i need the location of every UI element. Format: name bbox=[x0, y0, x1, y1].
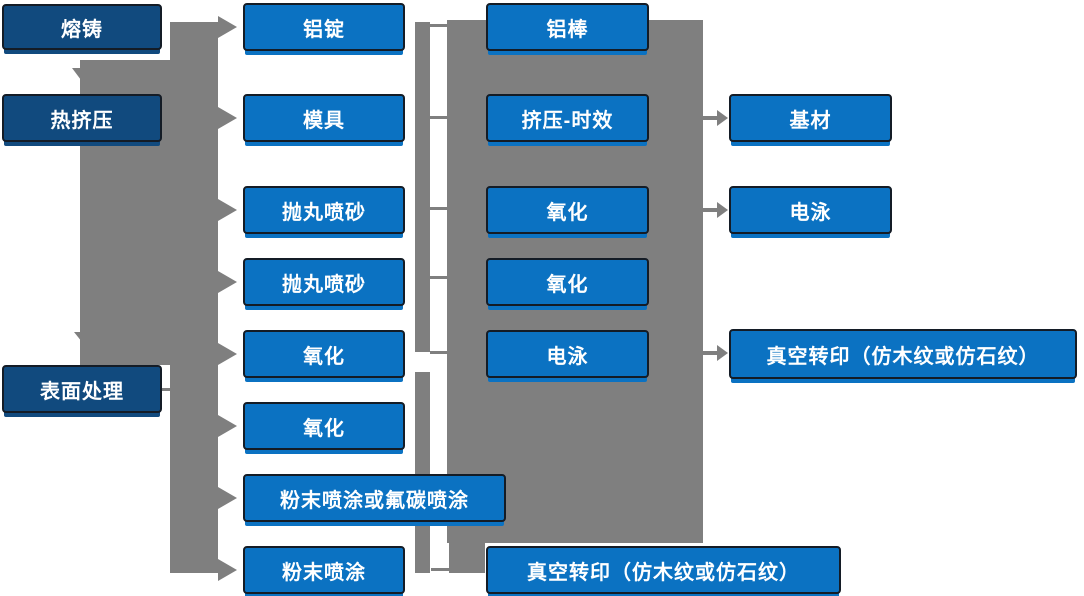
arrow-right-icon-to-vacuum-transfer bbox=[717, 345, 728, 361]
connector-col4-arrow-shaft-1 bbox=[703, 116, 717, 120]
node-stage-hot-extrusion: 热挤压 bbox=[2, 94, 162, 142]
arrow-right-icon-to-oxidation-1 bbox=[218, 343, 237, 365]
node-proc-aluminum-ingot: 铝锭 bbox=[243, 3, 405, 51]
arrow-down-icon-melting-to-hot-extrusion bbox=[72, 68, 102, 88]
connector-surface-treatment-link bbox=[160, 388, 178, 391]
connector-col3-lower-left-block bbox=[449, 540, 485, 573]
connector-bracket-stub-row2 bbox=[430, 116, 447, 119]
connector-col3-bracket-bar-bottom bbox=[415, 372, 430, 573]
node-out-base-material: 基材 bbox=[729, 94, 892, 142]
connector-col4-arrow-shaft-2 bbox=[703, 208, 717, 212]
connector-bracket-stub-row1 bbox=[430, 24, 447, 27]
connector-col3-bracket-bar-top bbox=[415, 22, 430, 352]
arrow-right-icon-to-oxidation-2 bbox=[218, 415, 237, 437]
node-proc-powder-or-fluorocarbon-coating: 粉末喷涂或氟碳喷涂 bbox=[243, 474, 506, 522]
node-out-electrophoresis: 电泳 bbox=[729, 186, 892, 234]
node-proc-mold: 模具 bbox=[243, 94, 405, 142]
node-mid-oxidation-1: 氧化 bbox=[486, 186, 649, 234]
connector-col2-feed-band bbox=[170, 22, 218, 573]
node-proc-powder-coating: 粉末喷涂 bbox=[243, 546, 405, 594]
arrow-right-icon-to-aluminum-ingot bbox=[218, 16, 237, 38]
node-proc-shot-blasting-2: 抛丸喷砂 bbox=[243, 258, 405, 306]
connector-col4-arrow-shaft-3 bbox=[703, 351, 717, 355]
node-proc-oxidation-2: 氧化 bbox=[243, 402, 405, 450]
node-stage-melting: 熔铸 bbox=[2, 4, 162, 50]
node-proc-oxidation-1: 氧化 bbox=[243, 330, 405, 378]
arrow-right-icon-to-mold bbox=[218, 107, 237, 129]
node-mid-oxidation-2: 氧化 bbox=[486, 258, 649, 306]
arrow-right-icon-to-electrophoresis bbox=[717, 202, 728, 218]
arrow-right-icon-to-powder-or-fluorocarbon bbox=[218, 487, 237, 509]
node-mid-extrusion-aging: 挤压-时效 bbox=[486, 94, 649, 142]
connector-bracket-stub-row4 bbox=[430, 276, 447, 279]
node-out-vacuum-transfer: 真空转印（仿木纹或仿石纹） bbox=[729, 329, 1077, 379]
node-mid-electrophoresis: 电泳 bbox=[486, 330, 649, 378]
arrow-down-icon-band-to-surface-treatment bbox=[74, 332, 106, 352]
node-mid-vacuum-transfer: 真空转印（仿木纹或仿石纹） bbox=[486, 546, 841, 594]
arrow-right-icon-to-shot-blasting-1 bbox=[218, 199, 237, 221]
connector-bracket-stub-row5 bbox=[430, 351, 447, 354]
node-stage-surface-treatment: 表面处理 bbox=[2, 365, 162, 413]
node-proc-shot-blasting-1: 抛丸喷砂 bbox=[243, 186, 405, 234]
connector-bracket-stub-row3 bbox=[430, 207, 447, 210]
arrow-right-icon-to-powder-coating bbox=[218, 559, 237, 581]
connector-bracket-stub-bottom bbox=[431, 568, 449, 571]
arrow-right-icon-to-base-material bbox=[717, 110, 728, 126]
node-mid-aluminum-rod: 铝棒 bbox=[486, 3, 649, 51]
arrow-right-icon-to-shot-blasting-2 bbox=[218, 271, 237, 293]
